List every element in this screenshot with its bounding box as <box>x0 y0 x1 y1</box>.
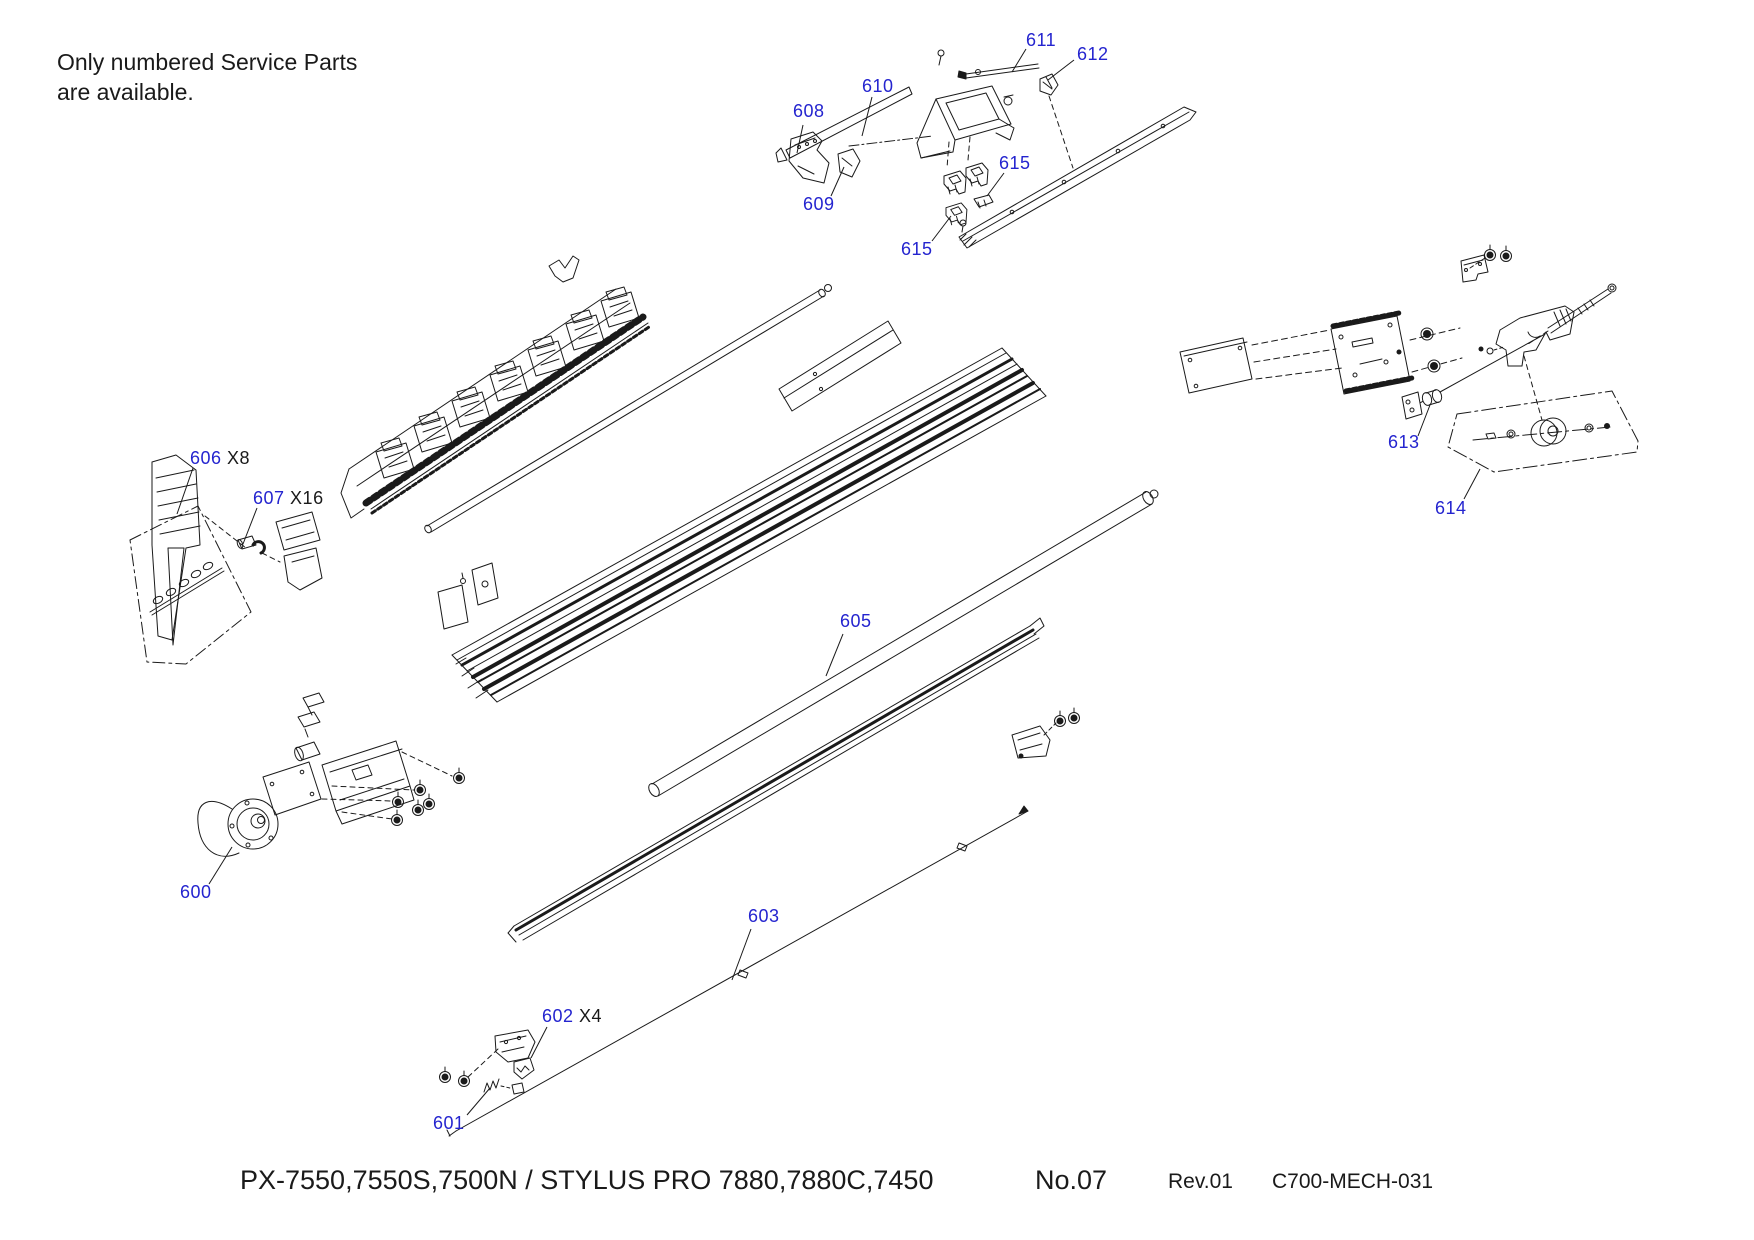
wire-guide-bracket <box>1011 707 1080 759</box>
part-number: 614 <box>1435 498 1467 518</box>
callout-601: 601 <box>433 1113 465 1133</box>
leader-line-601 <box>466 1087 491 1116</box>
paper-guide-unit-606 <box>129 454 252 665</box>
callout-606: 606 X8 <box>190 448 250 468</box>
part-number: 601 <box>433 1113 465 1133</box>
part-number: 608 <box>793 101 825 121</box>
callout-607: 607 X16 <box>253 488 324 508</box>
note-line-2: are available. <box>57 79 194 105</box>
part-number: 615 <box>999 153 1031 173</box>
note: Only numbered Service Parts are availabl… <box>57 47 357 107</box>
part-number: 605 <box>840 611 872 631</box>
callout-603: 603 <box>748 906 780 926</box>
blade-plate <box>778 320 902 412</box>
roller-unit-607 <box>204 511 323 591</box>
right-tension-assembly <box>1179 244 1639 473</box>
part-number: 609 <box>803 194 835 214</box>
cutter-holder-group <box>439 1029 536 1095</box>
paper-guide-bar-assembly <box>340 255 651 519</box>
callout-613: 613 <box>1388 432 1420 452</box>
tension-wire <box>446 805 1029 1137</box>
callout-615-2: 615 <box>901 239 933 259</box>
callout-611: 611 <box>1026 30 1056 50</box>
support-tube <box>424 284 832 534</box>
leader-line-600 <box>208 846 233 885</box>
part-number: 615 <box>901 239 933 259</box>
callout-605: 605 <box>840 611 872 631</box>
platen-extrusion <box>437 347 1047 703</box>
leader-line-615 <box>931 215 952 242</box>
leader-line-613 <box>1417 404 1431 437</box>
leader-line-611 <box>1011 48 1027 73</box>
leader-line-606 <box>176 467 194 515</box>
part-number: 603 <box>748 906 780 926</box>
leader-line-615 <box>986 172 1005 197</box>
callout-609: 609 <box>803 194 835 214</box>
footer-sheet-number: No.07 <box>1035 1165 1108 1195</box>
part-number: 612 <box>1077 44 1109 64</box>
footer-revision: Rev.01 <box>1168 1170 1233 1193</box>
top-lock-lever-assembly <box>775 49 1197 249</box>
leader-line-609 <box>830 166 845 197</box>
callout-600: 600 <box>180 882 212 902</box>
part-number: 611 <box>1026 30 1057 50</box>
motor-assembly <box>197 692 465 857</box>
feed-roller <box>648 489 1159 797</box>
leader-line-608 <box>796 124 804 154</box>
leader-line-607 <box>242 507 258 545</box>
part-quantity: X8 <box>221 448 251 468</box>
leader-line-605 <box>825 633 844 677</box>
part-quantity: X4 <box>573 1006 603 1026</box>
part-quantity: X16 <box>284 488 324 508</box>
callout-615: 615 <box>999 153 1031 173</box>
note-line-1: Only numbered Service Parts <box>57 49 358 75</box>
callout-612: 612 <box>1077 44 1109 64</box>
leader-line-614 <box>1463 468 1481 500</box>
part-number: 607 <box>253 488 285 508</box>
part-number: 600 <box>180 882 212 902</box>
part-number: 610 <box>862 76 894 96</box>
callout-610: 610 <box>862 76 894 96</box>
leader-line-612 <box>1047 59 1075 81</box>
callout-608: 608 <box>793 101 825 121</box>
footer-model-names: PX-7550,7550S,7500N / STYLUS PRO 7880,78… <box>240 1165 934 1195</box>
leader-line-603 <box>731 928 752 981</box>
lower-rail <box>507 617 1045 943</box>
leader-line-610 <box>861 96 873 137</box>
part-number: 606 <box>190 448 222 468</box>
part-number: 613 <box>1388 432 1420 452</box>
footer-document-code: C700-MECH-031 <box>1272 1170 1434 1193</box>
callout-602: 602 X4 <box>542 1006 602 1026</box>
leader-line-602 <box>530 1026 548 1059</box>
part-number: 602 <box>542 1006 574 1026</box>
callout-614: 614 <box>1435 498 1467 518</box>
